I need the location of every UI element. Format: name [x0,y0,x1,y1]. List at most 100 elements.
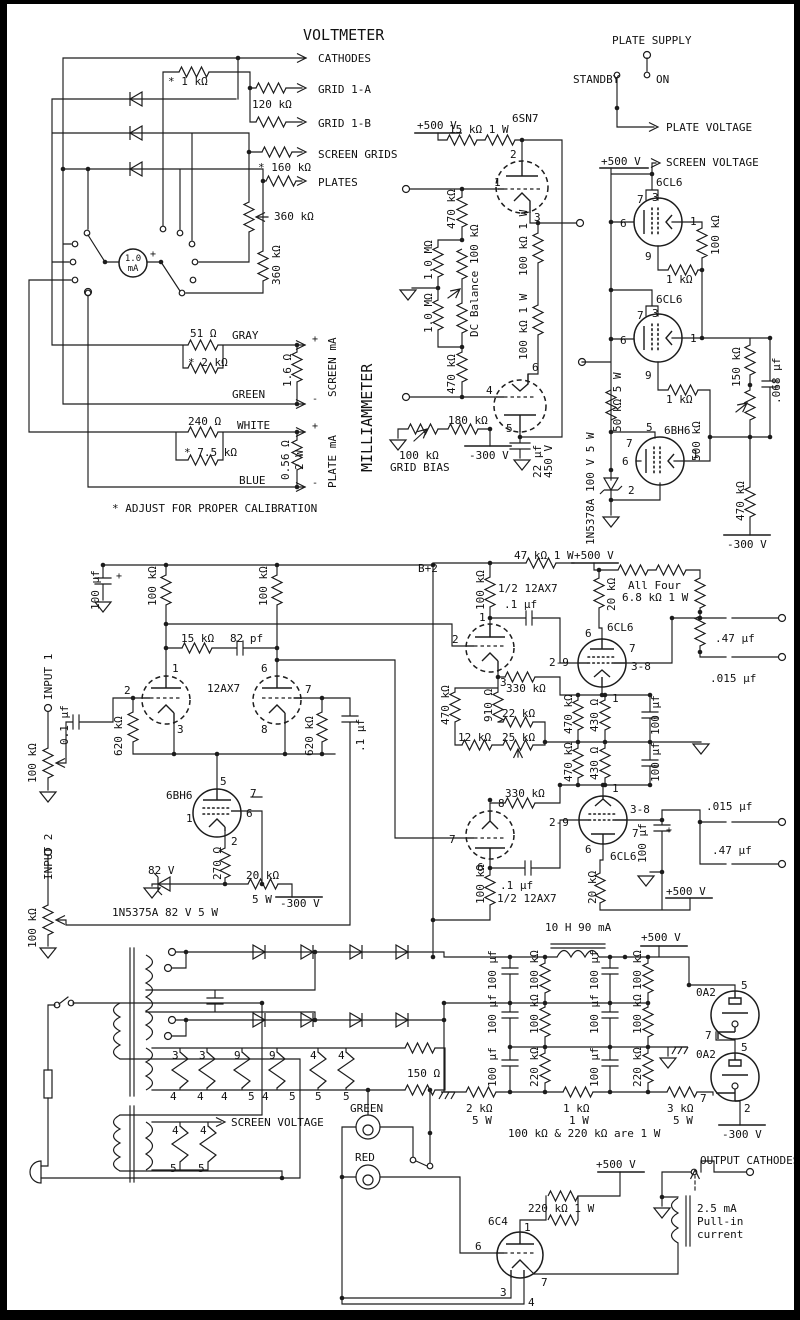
tube-6cl6-4-name: 6CL6 [610,850,637,863]
res-2k: 2 kΩ [466,1102,493,1115]
pin: 3 [500,676,507,689]
wires-power-supply [40,945,747,1305]
rail-500-1: +500 V [417,119,457,132]
pot-dc-balance: DC Balance 100 kΩ [468,224,481,337]
pin: 5 [343,1090,350,1103]
res-150: 150 Ω [407,1067,440,1080]
tube-6cl6-out-2 [578,795,628,845]
pin-29-1: 2-9 [549,656,569,669]
tube-6sn7-upper [495,160,549,214]
pin: 3 [652,307,659,320]
meter-unit: mA [128,264,139,274]
signal-plates: PLATES [318,176,358,189]
cap-p1-in2: .1 μf [354,719,367,752]
cap-22uf-v: 450 V [542,445,555,478]
tube-half12ax7-2: 1/2 12AX7 [497,892,557,905]
pin: 6 [475,1240,482,1253]
pin: 5 [741,1041,748,1054]
tube-half12ax7-lower [465,810,515,860]
red-lamp [355,1164,381,1190]
pin: 7 [629,642,636,655]
cap-100uf-f1: 100 μf [486,950,499,990]
pin: 7 [626,437,633,450]
signal-grid-1a: GRID 1-A [318,83,371,96]
pin: 5 [170,1162,177,1175]
cap-015-2: .015 μf [706,800,752,813]
res-1k-b: 1 kΩ [666,393,693,406]
res-910-1: 910 Ω [482,689,495,722]
pin: 1 [494,176,501,189]
rail-500-5: +500 V [641,931,681,944]
pin: 4 [528,1296,535,1309]
res-1p6: 1.6 Ω [281,354,294,387]
cap-100uf-f5: 100 μf [588,994,601,1034]
cap-100uf-f4: 100 μf [588,950,601,990]
pin: 4 [262,1090,269,1103]
res-120k: 120 kΩ [252,98,292,111]
res-1k-f-w: 1 W [569,1114,589,1127]
pin: 9 [234,1049,241,1062]
pin: 5 [198,1162,205,1175]
tube-6bh6-reg [635,436,685,486]
plate-voltage: PLATE VOLTAGE [666,121,752,134]
wire-blue: BLUE [239,474,266,487]
pin-38-2: 3-8 [630,803,650,816]
pin: 7 [541,1276,548,1289]
cap-100uf-f2: 100 μf [486,994,499,1034]
pot-25k: 25 kΩ [502,731,535,744]
pin: 2 [510,148,517,161]
pin: 5 [248,1090,255,1103]
pot-100k-2: 100 kΩ [26,908,39,948]
tube-6bh6-2-name: 6BH6 [166,789,193,802]
green-lamp [355,1114,381,1140]
pin: 8 [498,797,505,810]
pin: 5 [741,979,748,992]
res-470k-g3: 470 kΩ [562,742,575,782]
pin: 6 [477,861,484,874]
res-20k-bias-w: 5 W [252,893,272,906]
terminals-and-contacts [43,50,787,1177]
tube-6sn7-name: 6SN7 [512,112,539,125]
tube-6cl6-reg-2 [633,313,683,363]
tube-0a2-1-name: 0A2 [696,986,716,999]
res-50k-5w: 50 kΩ 5 W [611,372,624,432]
tube-12ax7-a [141,675,191,725]
res-220k-1w: 220 kΩ 1 W [528,1202,595,1215]
rail-500-4: +500 V [666,885,706,898]
pin: 5 [315,1090,322,1103]
res-470k-g2: 470 kΩ [562,694,575,734]
pin: 2 [452,633,459,646]
pin: 3 [199,1049,206,1062]
pin-38-1: 3-8 [631,660,651,673]
rail-500-3: +500 V [574,549,614,562]
lamp-red: RED [355,1151,375,1164]
cap-p1-c1: .1 μf [504,598,537,611]
screen-ma: SCREEN mA [326,337,339,397]
plus-screen: + [312,334,318,345]
pin: 4 [200,1124,207,1137]
relay-note-2: Pull-in [697,1215,743,1228]
arrows [55,52,751,1180]
res-470k-reg: 470 kΩ [734,481,747,521]
res-100k-b4: 100 kΩ [631,950,644,990]
res-20k-bias: 20 kΩ [246,869,279,882]
zener-1n5378a: 1N5378A 100 V 5 W [584,432,597,545]
pin: 7 [637,193,644,206]
tube-6cl6-2-name: 6CL6 [656,293,683,306]
tube-6cl6-reg-1 [633,197,683,247]
pin: 1 [690,332,697,345]
res-3k: 3 kΩ [667,1102,694,1115]
pin: 2 [231,835,238,848]
wire-green: GREEN [232,388,265,401]
plate-supply: PLATE SUPPLY [612,34,692,47]
plate-ma: PLATE mA [326,435,339,488]
cap-0p1: 0.1 μf [58,705,71,745]
res-100k-b5: 100 kΩ [631,994,644,1034]
pin: 4 [197,1090,204,1103]
cap-100uf-k1: 100 μf [649,695,662,735]
pin: 7 [705,1029,712,1042]
pin: 1 [690,215,697,228]
res-330k-1: 330 kΩ [506,682,546,695]
